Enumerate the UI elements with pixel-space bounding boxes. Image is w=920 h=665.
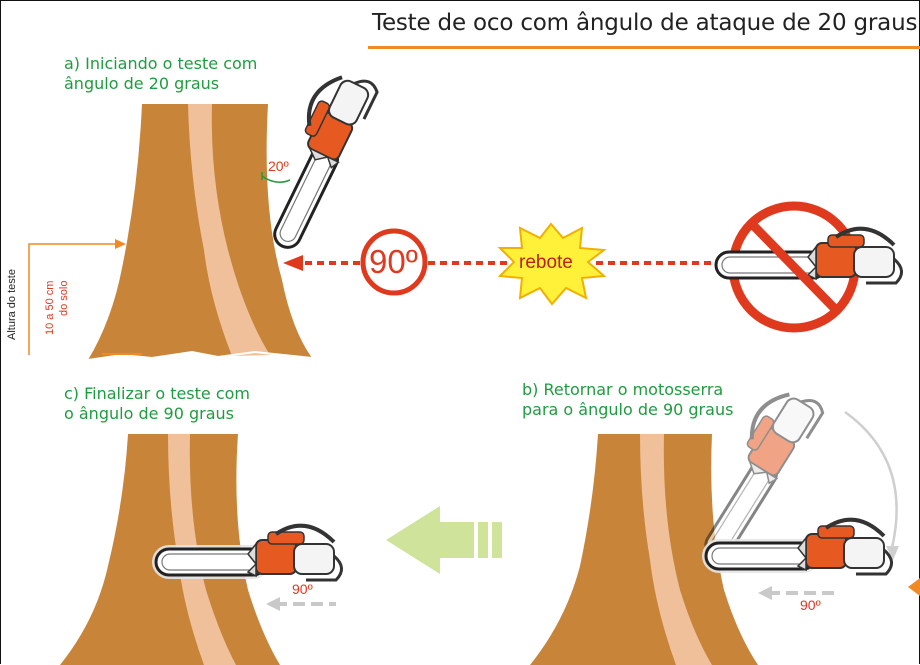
- angle-90-c-label: 90º: [292, 581, 313, 597]
- height-bracket: [28, 239, 126, 355]
- chainsaw-icon: [702, 517, 894, 576]
- explosion-icon: [497, 222, 607, 306]
- angle-90-circle: [360, 228, 428, 296]
- diagram-title: Teste de oco com ângulo de ataque de 20 …: [372, 10, 918, 36]
- angle-90-b-label: 90º: [800, 597, 821, 613]
- chainsaw-icon: [152, 523, 344, 582]
- kickback-line: [283, 255, 712, 271]
- angle-20-label: 20º: [268, 158, 289, 174]
- height-range-label-2: do solo: [58, 280, 70, 316]
- no-symbol-icon: [714, 201, 904, 333]
- height-axis-label: Altura do teste: [6, 269, 18, 340]
- kickback-label: rebote: [519, 252, 573, 273]
- arrow-left-icon: [386, 506, 502, 574]
- height-range-label-1: 10 a 50 cm: [44, 280, 56, 335]
- trunk-b: [530, 434, 758, 665]
- title-underline: [368, 46, 920, 49]
- angle-90-label: 90º: [369, 243, 418, 280]
